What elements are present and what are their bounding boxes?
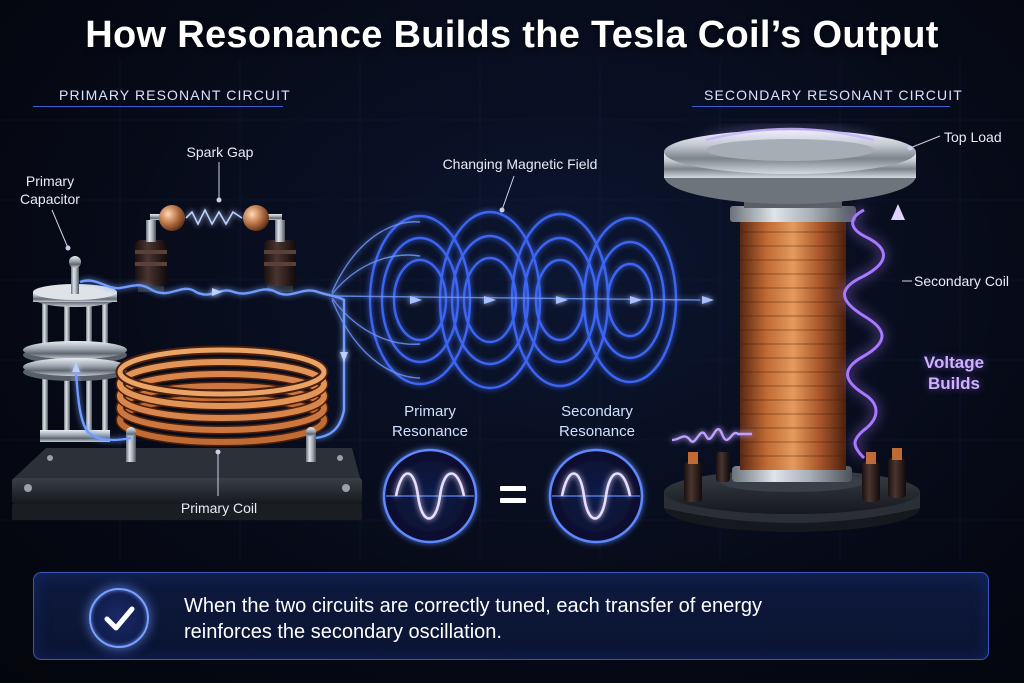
- check-icon: [104, 606, 135, 631]
- conclusion-text: When the two circuits are correctly tune…: [184, 593, 964, 645]
- equals-sign: [500, 486, 526, 503]
- section-secondary-rule: [692, 106, 950, 107]
- label-primary-resonance-line1: Primary: [404, 403, 456, 420]
- check-badge: [89, 588, 149, 648]
- voltage-wave: [843, 208, 885, 460]
- secondary-insulators: [684, 448, 906, 502]
- primary-resonance-badge: [382, 448, 478, 544]
- label-secondary-resonance: Secondary Resonance: [542, 402, 652, 442]
- spark-gap: [135, 205, 296, 292]
- conclusion-line2: reinforces the secondary oscillation.: [184, 621, 502, 643]
- label-top-load: Top Load: [944, 129, 1002, 145]
- label-primary-resonance-line2: Resonance: [392, 423, 468, 440]
- label-secondary-resonance-line1: Secondary: [561, 403, 633, 420]
- label-secondary-resonance-line2: Resonance: [559, 423, 635, 440]
- label-secondary-coil: Secondary Coil: [914, 273, 1009, 289]
- primary-base: [12, 448, 362, 520]
- label-spark-gap: Spark Gap: [186, 144, 254, 160]
- conclusion-banner: When the two circuits are correctly tune…: [33, 572, 989, 660]
- primary-capacitor: [23, 256, 127, 442]
- incoming-energy-wave: [671, 428, 752, 443]
- label-voltage-line2: Builds: [928, 374, 980, 393]
- label-changing-magnetic-field: Changing Magnetic Field: [442, 156, 598, 172]
- label-primary-capacitor-line1: Primary: [25, 173, 75, 189]
- secondary-resonance-badge: [548, 448, 644, 544]
- section-primary-rule: [33, 106, 283, 107]
- current-arrows: [72, 288, 348, 372]
- label-voltage-builds: Voltage Builds: [918, 352, 990, 394]
- label-primary-capacitor: Primary Capacitor: [10, 172, 90, 208]
- label-voltage-line1: Voltage: [923, 353, 985, 372]
- magnetic-field: [368, 210, 678, 390]
- page-title: How Resonance Builds the Tesla Coil’s Ou…: [85, 14, 939, 56]
- section-secondary-label: SECONDARY RESONANT CIRCUIT: [704, 87, 963, 103]
- conclusion-line1: When the two circuits are correctly tune…: [184, 595, 763, 617]
- label-primary-capacitor-line2: Capacitor: [20, 191, 80, 207]
- voltage-arrow-head: [891, 204, 905, 220]
- secondary-coil: [730, 194, 856, 482]
- top-load: [664, 127, 916, 204]
- label-primary-coil: Primary Coil: [180, 500, 258, 516]
- field-arrows: [410, 296, 714, 304]
- primary-current-path: [74, 279, 346, 442]
- section-primary-label: PRIMARY RESONANT CIRCUIT: [59, 87, 291, 103]
- primary-coil: [115, 345, 329, 462]
- leader-lines: [51, 135, 941, 496]
- label-primary-resonance: Primary Resonance: [380, 402, 480, 442]
